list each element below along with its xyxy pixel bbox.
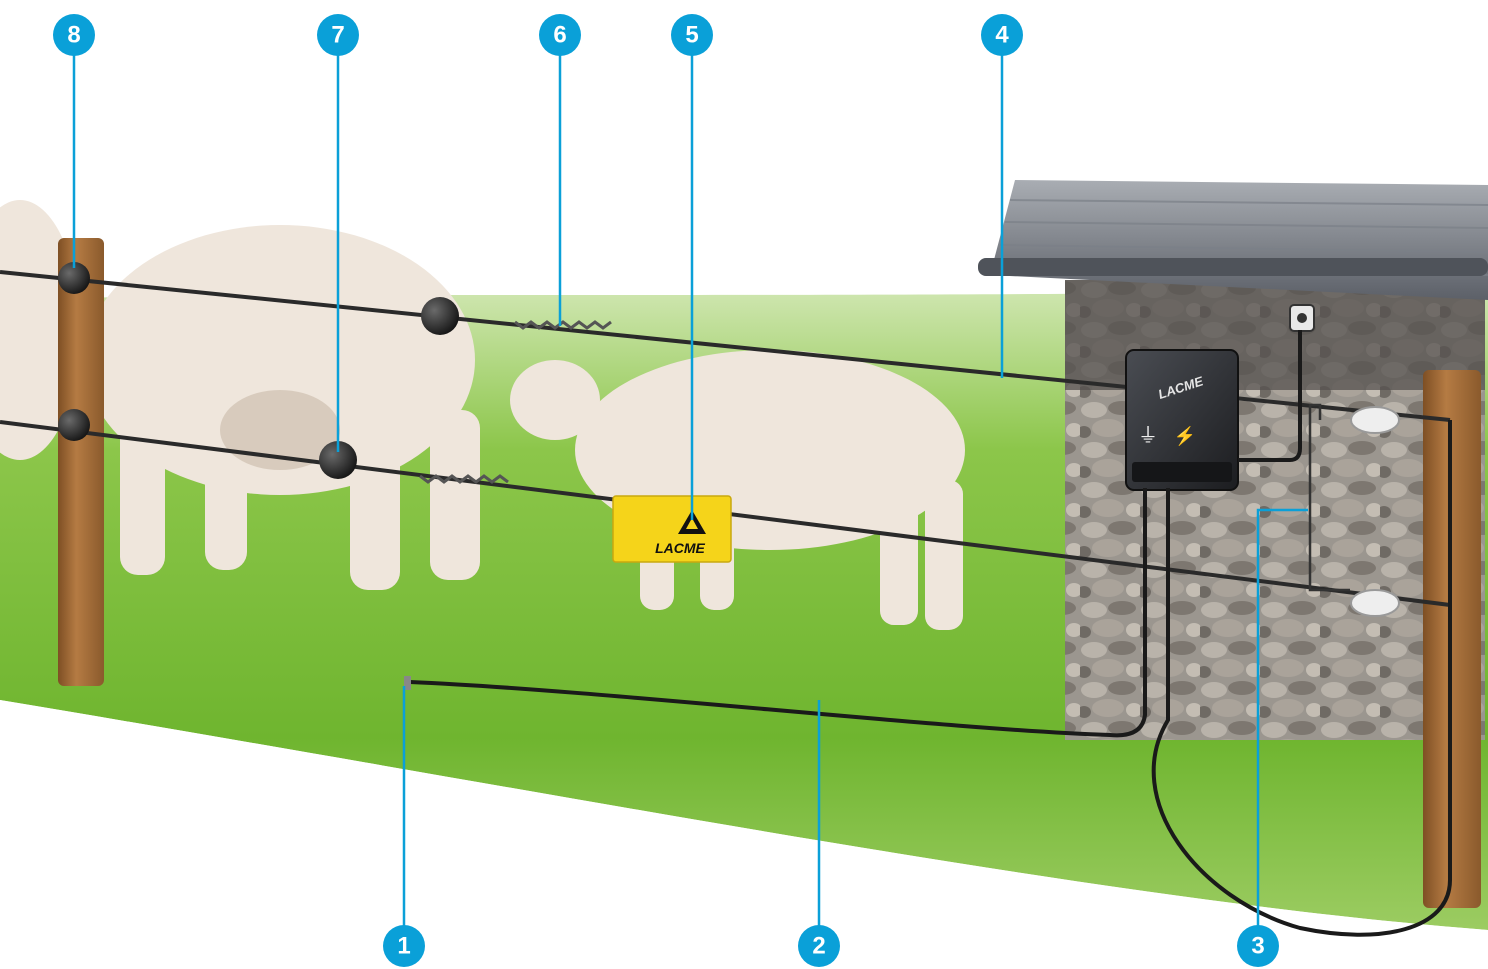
callout-3: 3	[1237, 925, 1279, 967]
callout-3-number: 3	[1251, 933, 1264, 960]
callout-4: 4	[981, 14, 1023, 56]
callout-7: 7	[317, 14, 359, 56]
fence-post-left	[58, 238, 104, 686]
callout-1-number: 1	[397, 933, 410, 960]
callout-4-number: 4	[995, 22, 1009, 49]
roof-gutter	[978, 258, 1488, 276]
callout-2: 2	[798, 925, 840, 967]
callout-2-number: 2	[812, 933, 825, 960]
callout-6: 6	[539, 14, 581, 56]
callout-6-number: 6	[553, 22, 566, 49]
callout-5-number: 5	[685, 22, 698, 49]
callout-8-number: 8	[67, 22, 80, 49]
fence-terminal-icon: ⚡	[1174, 425, 1196, 447]
callout-7-number: 7	[331, 22, 344, 49]
callout-8: 8	[53, 14, 95, 56]
warning-sign-brand: LACME	[655, 540, 705, 556]
energizer: LACME ⏚ ⚡	[1126, 350, 1238, 490]
callout-1: 1	[383, 925, 425, 967]
warning-sign: LACME	[613, 496, 731, 562]
callout-5: 5	[671, 14, 713, 56]
earth-terminal-icon: ⏚	[1138, 425, 1158, 447]
